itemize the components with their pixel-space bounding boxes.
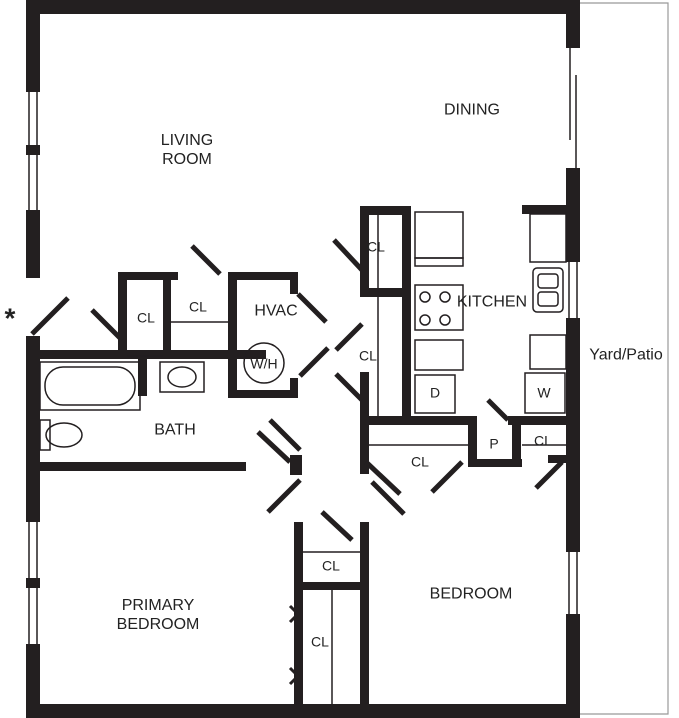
window-lines (28, 48, 578, 644)
wall-bath-bottom (26, 462, 246, 471)
door-kit-cl-top (332, 238, 364, 272)
wall-kitchen-top-r (522, 205, 572, 214)
label-living-room: LIVING ROOM (160, 132, 214, 168)
fixtures (39, 211, 567, 704)
door-swings (30, 238, 564, 542)
label-bedroom: BEDROOM (429, 585, 513, 603)
wall-left-lower (26, 644, 40, 718)
wall-bath-top (26, 350, 266, 359)
door-hvac (296, 292, 328, 324)
wall-right-lower (566, 614, 580, 718)
label-cl-primary-upper: CL (322, 557, 340, 574)
wall-entry-cl-left (118, 272, 127, 356)
wall-prim-cl-right (360, 522, 369, 718)
label-cl-primary-lower: CL (311, 633, 329, 650)
wall-entry-cl-top (118, 272, 178, 280)
wall-prim-cl-mid (294, 582, 368, 590)
wall-hvac-right-top (290, 272, 298, 294)
wall-bath-right (138, 356, 147, 396)
label-cl-entry-right: CL (189, 298, 207, 315)
wall-left-bath (26, 336, 40, 522)
wall-left-pier (26, 145, 40, 155)
wall-laundry-bot (548, 455, 578, 463)
door-wh (298, 346, 330, 378)
label-hvac: HVAC (254, 302, 298, 320)
entry-marker: * (4, 302, 16, 334)
label-cl-hall-bottom: CL (411, 453, 429, 470)
door-hall-2 (364, 460, 402, 496)
wall-pantry-bot (468, 459, 522, 467)
door-laundry (534, 460, 564, 490)
door-hall-1 (266, 478, 302, 514)
wall-hvac-bottom (228, 390, 298, 398)
door-bath-2 (268, 418, 302, 452)
door-prim-cl (320, 510, 354, 542)
wall-left-pier-2 (26, 578, 40, 588)
door-entry (30, 296, 70, 336)
door-cl-2 (190, 244, 222, 276)
label-pantry: P (489, 435, 499, 452)
label-cl-entry-left: CL (137, 309, 155, 326)
wall-prim-cl-left (294, 522, 303, 718)
wall-right-top (566, 0, 580, 48)
label-yard-patio: Yard/Patio (589, 346, 663, 364)
wall-hvac-left (228, 272, 237, 398)
label-cl-kitchen-top: CL (367, 238, 385, 255)
wall-cl-divider (163, 272, 171, 356)
door-entry-cl (90, 308, 124, 342)
label-dining: DINING (444, 101, 500, 119)
wall-right-laundry (566, 318, 580, 552)
wall-hvac-right-bot (290, 378, 298, 398)
wall-kit-cl-left-top (360, 206, 369, 296)
label-primary-bedroom: PRIMARY BEDROOM (116, 597, 200, 633)
wall-hall-nub (290, 455, 302, 475)
wall-left-upper (26, 0, 40, 92)
patio-outline (580, 2, 669, 715)
exterior-walls (26, 0, 580, 718)
door-hall-3 (370, 480, 406, 516)
door-pantry (486, 398, 510, 422)
label-dishwasher: D (429, 384, 441, 401)
label-cl-kitchen-mid: CL (359, 347, 377, 364)
wall-pantry-right (512, 416, 521, 466)
door-kit-cl-mid (334, 322, 364, 352)
wall-right-kitchen (566, 168, 580, 262)
wall-left-mid (26, 210, 40, 278)
label-bath: BATH (154, 421, 196, 439)
bifold-doors (288, 604, 301, 686)
wall-pantry-left (468, 416, 477, 466)
wall-laundry-top (508, 416, 578, 425)
wall-hvac-top (228, 272, 298, 280)
door-bath-1 (256, 430, 292, 464)
wall-hall-cl-top (360, 416, 475, 425)
label-washer: W (537, 384, 551, 401)
door-hall-cl (430, 460, 464, 494)
label-water-heater: W/H (250, 355, 278, 372)
wall-kit-cl-top (360, 206, 410, 215)
wall-kit-cl-mid (360, 288, 410, 297)
interior-walls (26, 205, 578, 718)
door-kit-cl-bot (334, 372, 364, 402)
wall-top (26, 0, 580, 14)
label-kitchen: KITCHEN (456, 293, 528, 311)
label-cl-bedroom-corner: CL (534, 432, 552, 449)
wall-kit-col (402, 206, 411, 416)
